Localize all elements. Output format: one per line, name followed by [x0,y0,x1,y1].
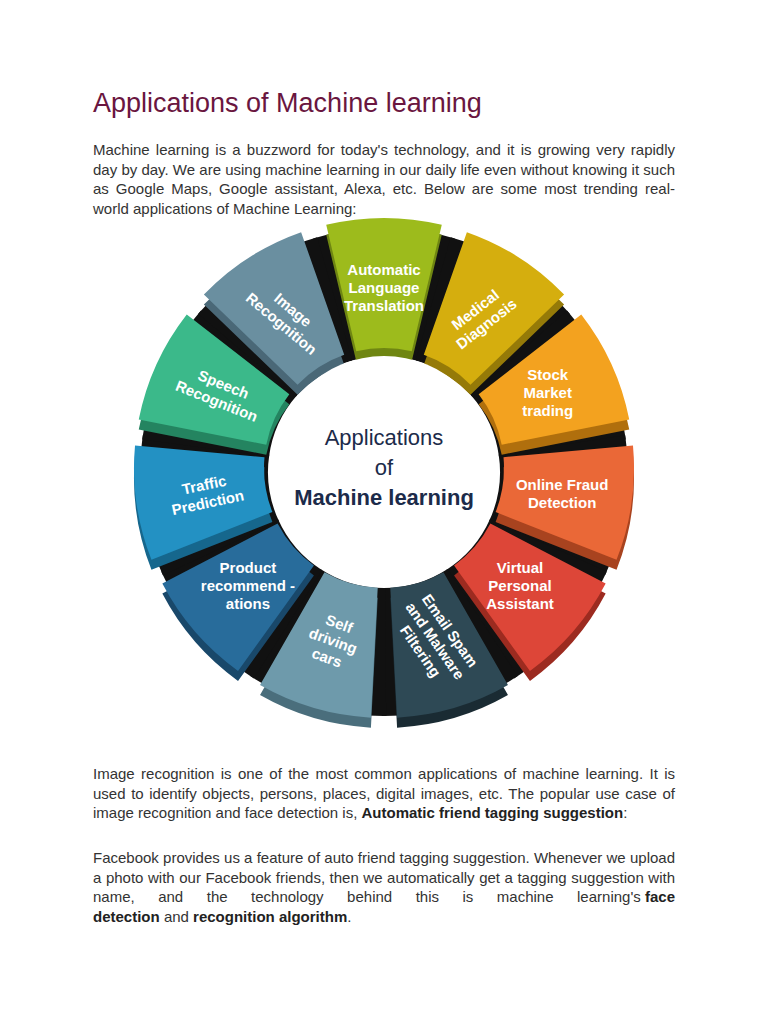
ring-segment-label: Stock Market trading [502,366,594,420]
ring-segment-label: Product recommend -ations [200,559,296,613]
paragraph-text: Machine learning is a buzzword for today… [93,141,675,217]
body-paragraph: Facebook provides us a feature of auto f… [93,848,675,926]
center-heading: Applications of [314,423,454,483]
ring-segment [479,314,630,444]
center-subheading: Machine learning [289,483,479,513]
ring-segment [326,218,442,351]
bold-text: : [623,804,627,821]
segment-text: Automatic Language Translation [334,261,434,315]
bold-text: Automatic friend tagging suggestion [362,804,624,821]
segment-text: Product recommend -ations [200,559,296,613]
segment-text: Stock Market trading [502,366,594,420]
page-title: Applications of Machine learning [93,88,482,119]
segment-text: Virtual Personal Assistant [472,559,568,613]
ring-segment-label: Automatic Language Translation [334,261,434,315]
bold-text: recognition algorithm [193,908,347,925]
segment-text: Online Fraud Detection [514,476,610,512]
body-paragraph: Image recognition is one of the most com… [93,764,675,823]
ring-segment [134,445,272,559]
center-title: Applications ofMachine learning [289,423,479,513]
bold-text: . [347,908,351,925]
paragraph-text: and [164,908,189,925]
body-paragraph: Machine learning is a buzzword for today… [93,140,675,218]
center-disc [272,356,496,580]
ring-segment [204,232,344,385]
paragraph-text: Facebook provides us a feature of auto f… [93,849,675,905]
ring-segment-label: Online Fraud Detection [514,476,610,512]
ring-segment-label: Virtual Personal Assistant [472,559,568,613]
